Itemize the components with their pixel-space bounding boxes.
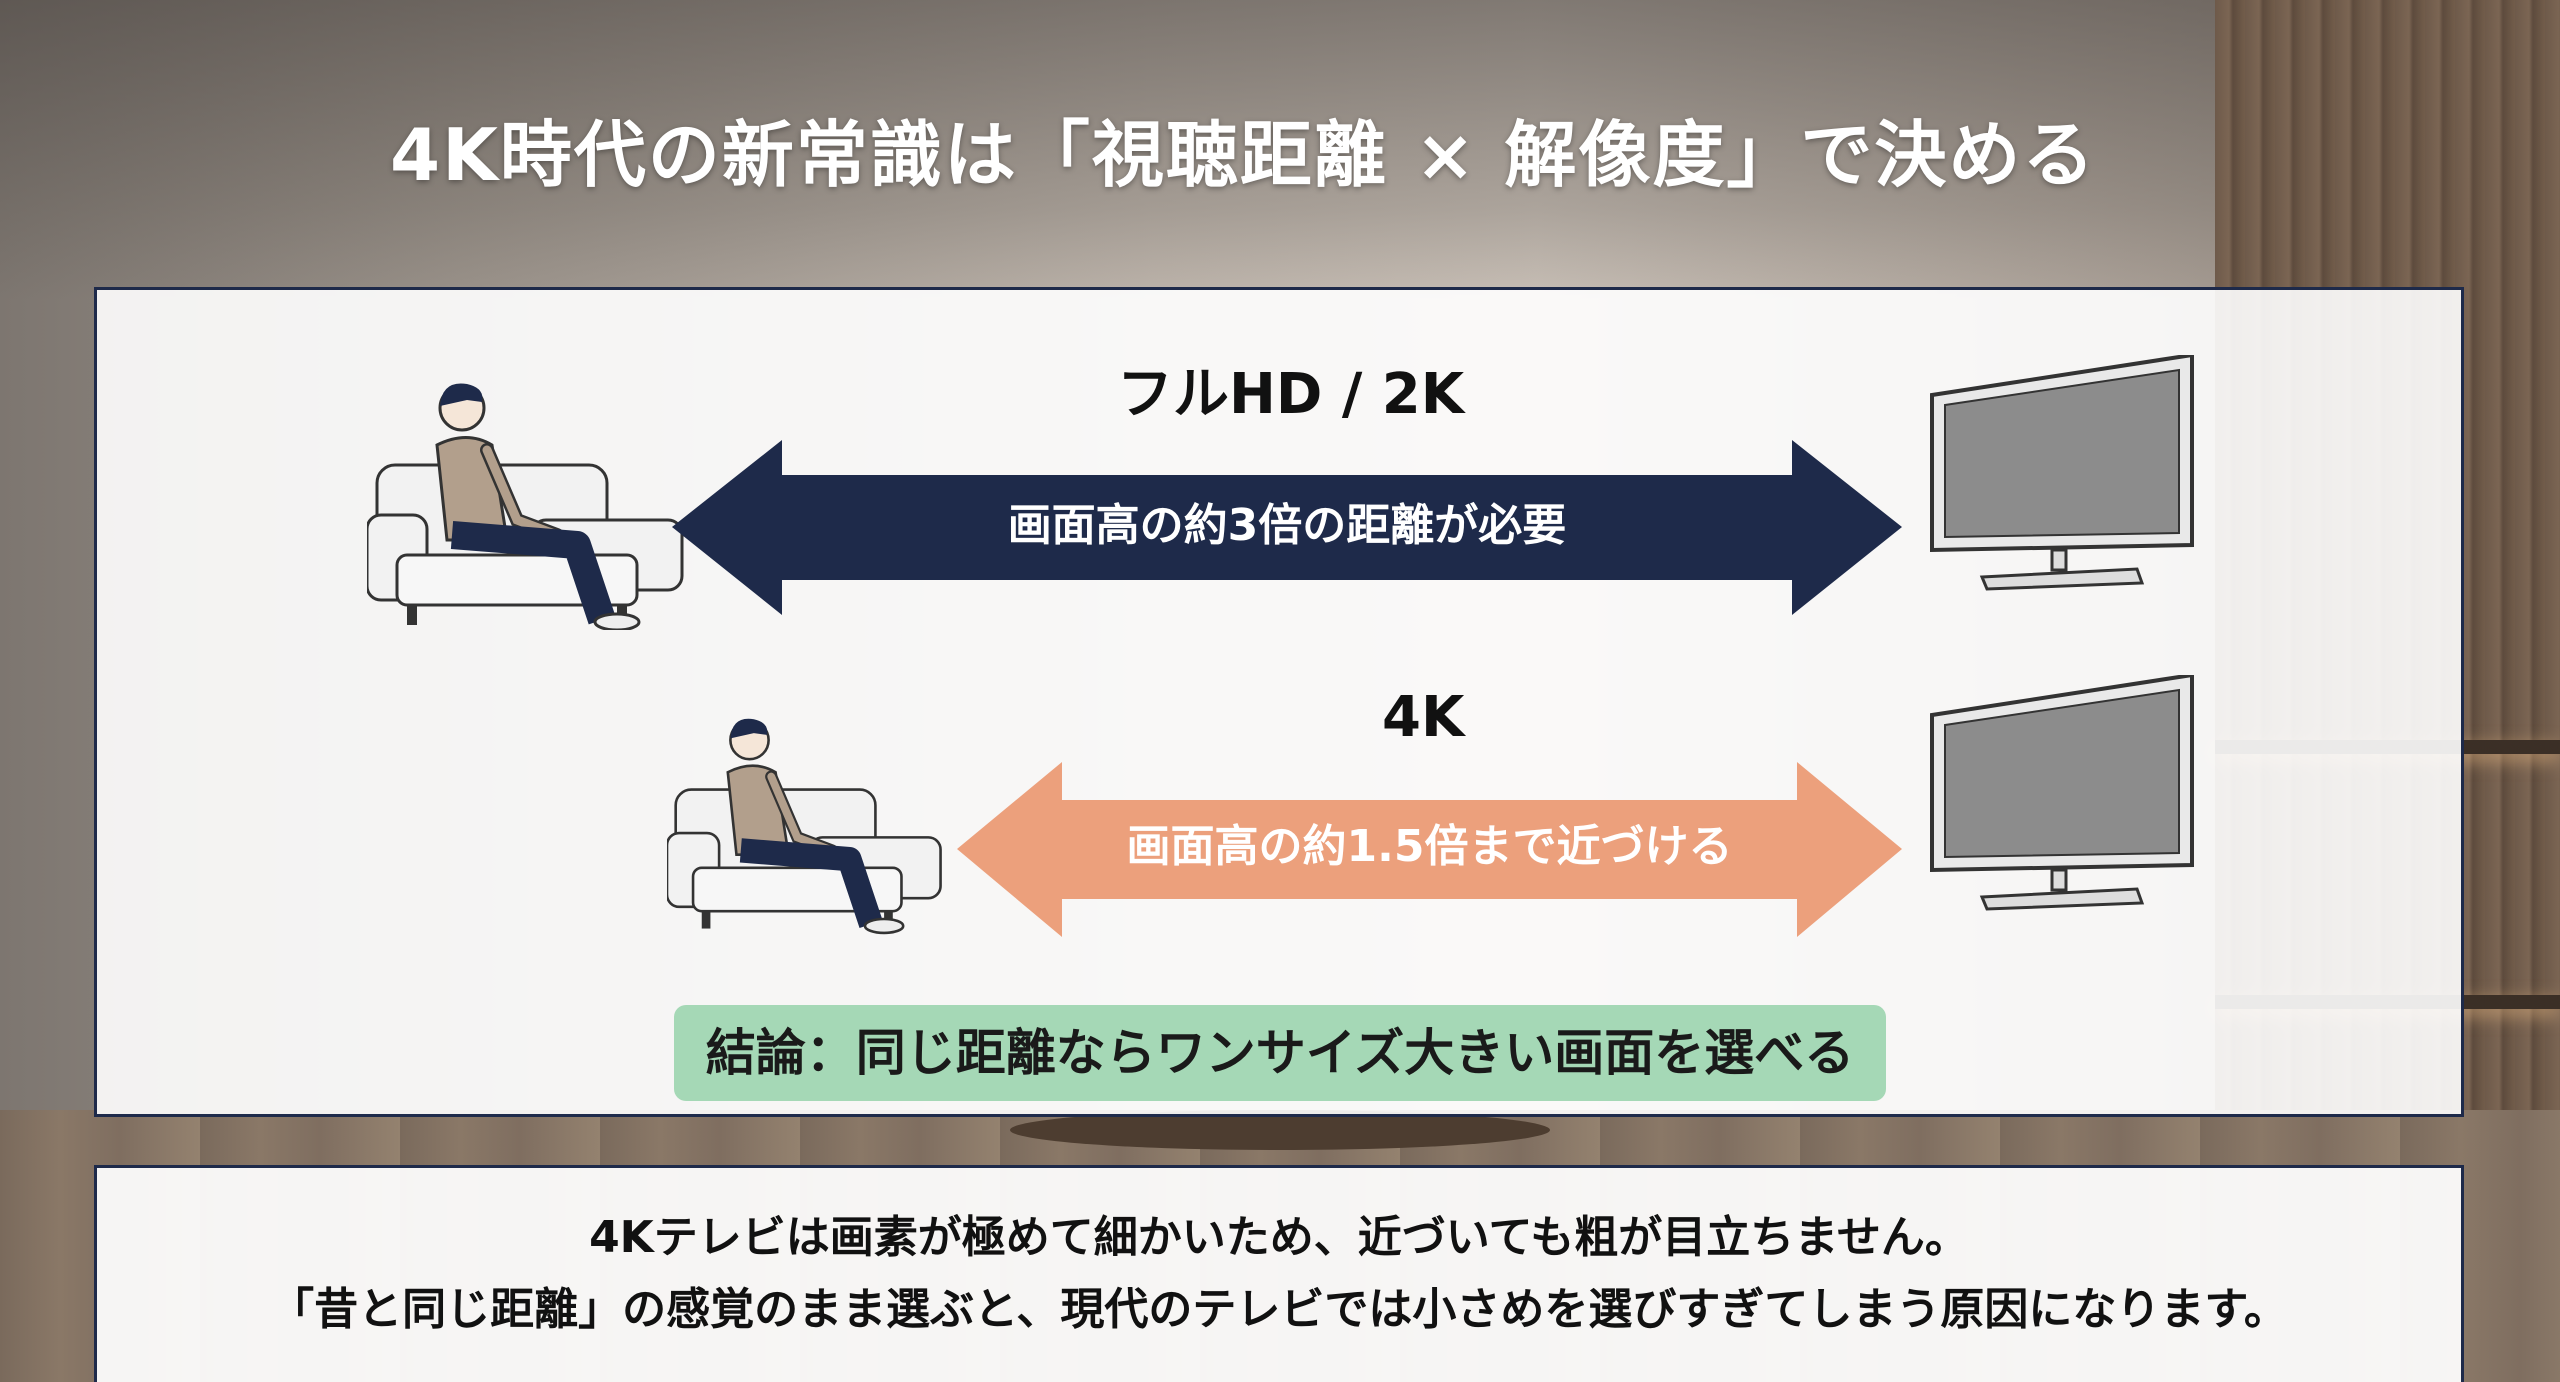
tv-icon xyxy=(1930,675,2194,911)
person-on-sofa-icon xyxy=(667,718,942,935)
page-title: 4K時代の新常識は「視聴距離 × 解像度」で決める xyxy=(390,113,2097,197)
row1-label: フルHD / 2K xyxy=(1117,362,1465,427)
person-on-sofa-icon xyxy=(367,383,684,630)
row2-label: 4K xyxy=(1382,685,1465,750)
caption-box: 4Kテレビは画素が極めて細かいため、近づいても粗が目立ちません。 「昔と同じ距離… xyxy=(94,1165,2464,1382)
ceiling-shadow xyxy=(0,0,2560,300)
comparison-card: フルHD / 2K 画面高の約3倍の距離が必要 4K 画面高の約1.5倍まで近づ… xyxy=(94,287,2464,1117)
double-arrow-icon xyxy=(672,440,1902,615)
row1-arrow-text: 画面高の約3倍の距離が必要 xyxy=(1007,500,1567,551)
double-arrow-icon xyxy=(957,762,1902,937)
conclusion-badge: 結論：同じ距離ならワンサイズ大きい画面を選べる xyxy=(674,1005,1886,1101)
caption-line-2: 「昔と同じ距離」の感覚のまま選ぶと、現代のテレビでは小さめを選びすぎてしまう原因… xyxy=(270,1284,2288,1335)
caption-line-1: 4Kテレビは画素が極めて細かいため、近づいても粗が目立ちません。 xyxy=(589,1212,1969,1263)
row2-arrow-text: 画面高の約1.5倍まで近づける xyxy=(1126,821,1733,872)
tv-icon xyxy=(1930,355,2194,591)
